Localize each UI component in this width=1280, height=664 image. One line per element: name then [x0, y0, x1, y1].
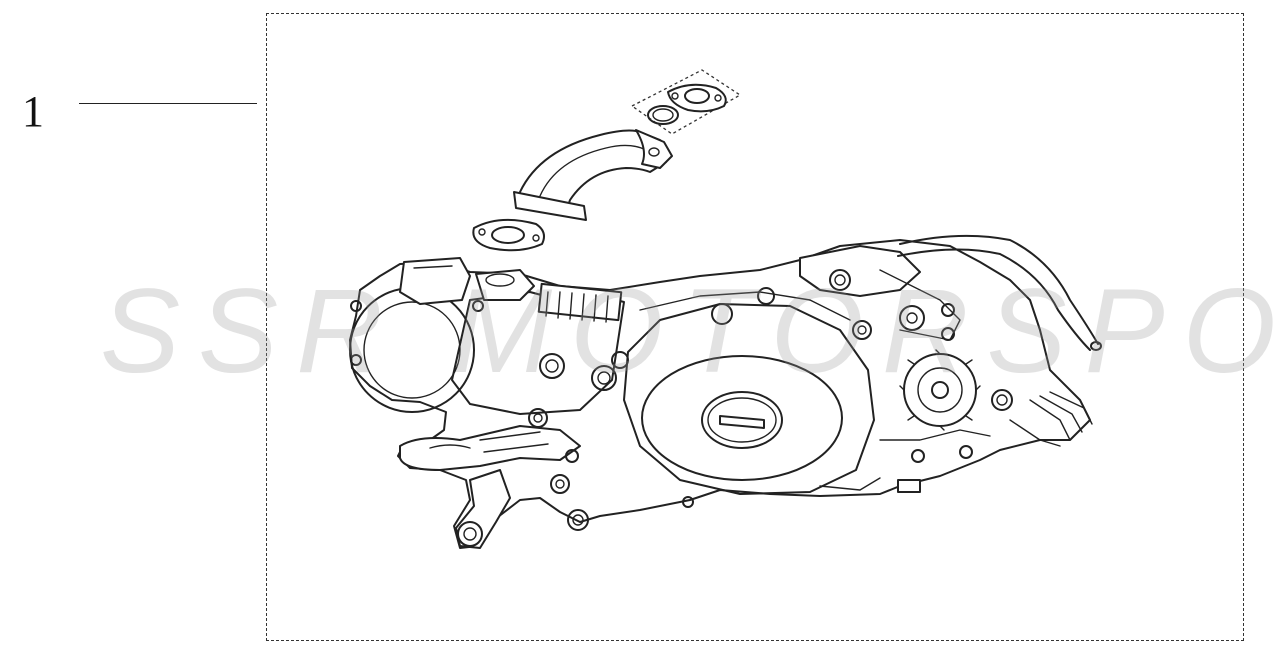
- intake-flange-detail: [630, 69, 742, 135]
- intake-pipe: [513, 129, 673, 221]
- intake-gasket: [472, 218, 545, 252]
- engine-block: [349, 234, 1102, 549]
- callout-number: 1: [22, 87, 44, 136]
- assembly-frame: [266, 13, 1244, 641]
- callout-leader-line: [79, 103, 257, 104]
